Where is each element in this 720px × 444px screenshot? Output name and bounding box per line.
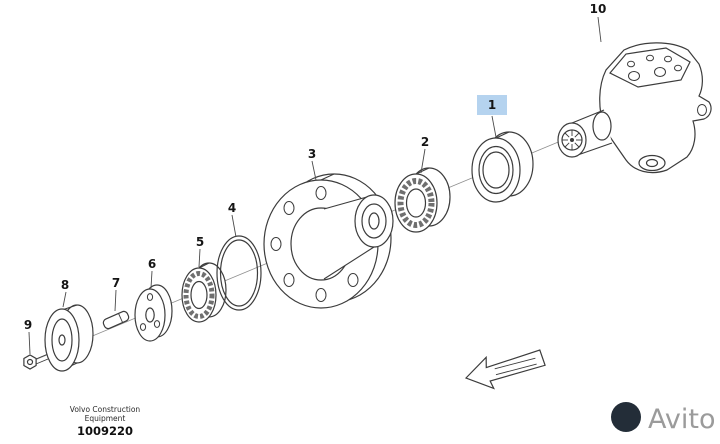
bolt-head [23,354,37,370]
callout-3: 3 [308,147,316,161]
callout-1[interactable]: 1 [488,98,496,112]
callout-7: 7 [112,276,120,290]
callout-9: 9 [24,318,32,332]
part-1-seal-ring [471,131,534,203]
avito-watermark: Avito [611,402,715,435]
part-3-wheel-hub [263,173,394,309]
callout-8: 8 [61,278,69,292]
part-10-steering-knuckle [557,42,712,174]
brand-line-2: Equipment [85,414,126,423]
plate-hole [153,320,161,328]
plate-hole [146,293,154,301]
knuckle-top-holes [627,54,682,81]
callout-10: 10 [590,2,607,16]
part-4-o-ring [216,235,262,311]
callout-5: 5 [196,235,204,249]
knuckle-spindle [557,109,613,158]
callouts: 1 2 3 4 5 6 7 8 9 10 [24,2,607,332]
part-6-washer-plate [134,284,173,342]
leader-lines [28,16,602,355]
brand-line-1: Volvo Construction [70,405,141,414]
spindle-step [592,111,612,141]
footer-brand: Volvo Construction Equipment 1009220 [70,405,141,438]
part-5-bearing [181,262,227,323]
part-7-pin [102,310,130,330]
knuckle-bottom-boss [638,154,666,172]
bearing-bore [190,280,208,310]
callout-1-highlight [477,95,507,115]
cap-face [44,308,80,372]
figure-number: 1009220 [77,424,133,438]
callout-2: 2 [421,135,429,149]
knuckle-arm-hole [697,104,707,116]
bearing-bore [405,188,427,218]
part-8-hub-cap [44,304,94,372]
direction-arrow [464,349,546,390]
avito-watermark-text: Avito [648,404,715,435]
pin-body [102,310,130,330]
bearing-rollers [183,271,215,319]
callout-6: 6 [148,257,156,271]
avito-logo-dot [611,402,641,432]
hub-barrel [354,194,394,248]
bearing-rollers [397,178,435,228]
spline-teeth [562,130,582,150]
callout-4: 4 [228,201,236,215]
part-9-bolt [23,353,49,370]
plate-hole [139,323,147,331]
part-2-bearing [394,167,451,233]
